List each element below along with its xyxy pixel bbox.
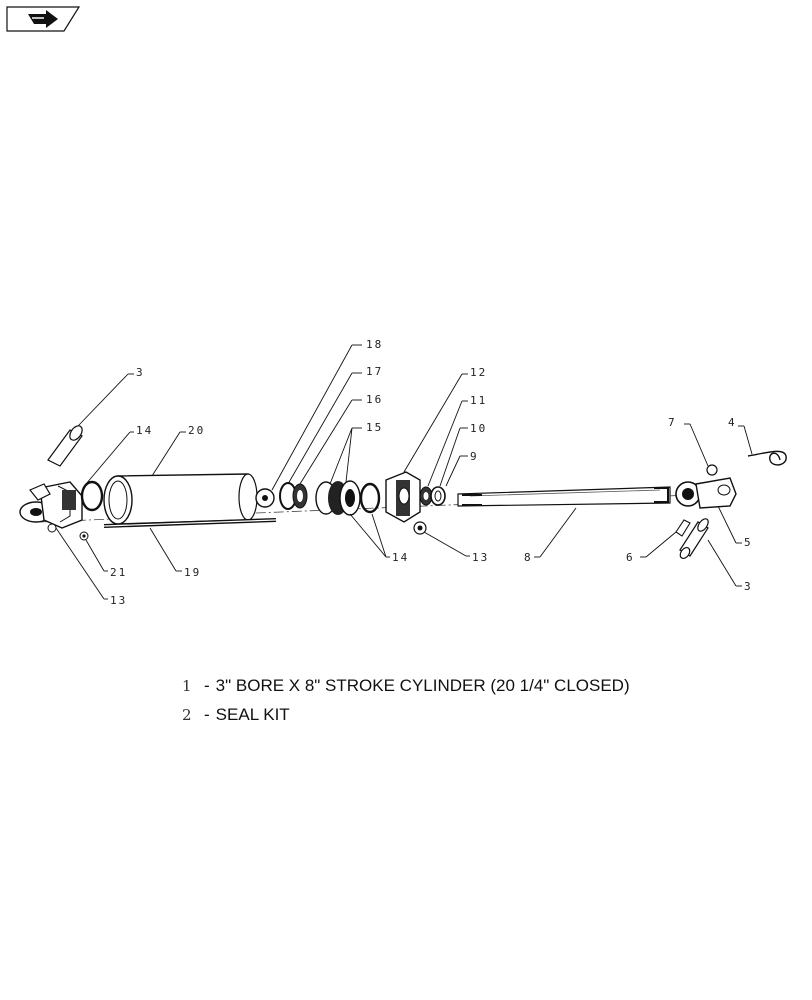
legend-item-2: 2-SEAL KIT (182, 705, 290, 725)
callout-20: 20 (188, 424, 205, 437)
callout-21: 21 (110, 566, 127, 579)
callout-9: 9 (470, 450, 479, 463)
leader-lines (55, 344, 753, 600)
callout-14-left: 14 (136, 424, 153, 437)
next-page-button[interactable] (6, 6, 80, 32)
callout-19: 19 (184, 566, 201, 579)
piston-seals (279, 482, 308, 510)
callout-13-left: 13 (110, 594, 127, 607)
legend-text: SEAL KIT (215, 705, 290, 724)
callout-6: 6 (626, 551, 635, 564)
clevis-pin-right (679, 518, 709, 560)
piston-rod (457, 486, 671, 507)
legend-text: 3" BORE X 8" STROKE CYLINDER (20 1/4" CL… (215, 676, 630, 695)
callout-3-left: 3 (136, 366, 145, 379)
callout-10: 10 (470, 422, 487, 435)
callout-8: 8 (524, 551, 533, 564)
callout-3-right: 3 (744, 580, 753, 593)
legend-item-1: 1-3" BORE X 8" STROKE CYLINDER (20 1/4" … (182, 676, 630, 696)
tie-rod (103, 518, 277, 528)
piston-nut (255, 488, 275, 508)
callout-11: 11 (470, 394, 487, 407)
callout-16: 16 (366, 393, 383, 406)
callout-17: 17 (366, 365, 383, 378)
legend-number: 2 (182, 706, 192, 724)
piston (315, 480, 361, 516)
callout-14-right: 14 (392, 551, 409, 564)
o-ring-left (80, 480, 104, 512)
hair-pin-clip (747, 450, 787, 466)
clevis-bolt (675, 519, 691, 537)
clevis-pin-left (47, 425, 83, 467)
rod-seals (419, 486, 446, 506)
cylinder-barrel (103, 473, 258, 525)
callout-7: 7 (668, 416, 677, 429)
tie-rod-nut-right (413, 521, 427, 535)
legend-separator: - (204, 705, 210, 724)
legend-number: 1 (182, 677, 192, 695)
callout-12: 12 (470, 366, 487, 379)
callout-15: 15 (366, 421, 383, 434)
callout-4: 4 (728, 416, 737, 429)
clevis-nut (706, 464, 718, 476)
next-page-arrow-icon (28, 10, 58, 28)
callout-5: 5 (744, 536, 753, 549)
legend-separator: - (204, 676, 210, 695)
callout-ticks (104, 344, 744, 600)
rod-end-cap (385, 471, 421, 523)
callout-18: 18 (366, 338, 383, 351)
o-ring-right (359, 482, 381, 514)
callout-13-right: 13 (472, 551, 489, 564)
rod-clevis (675, 477, 737, 509)
base-end-cap (19, 481, 89, 541)
